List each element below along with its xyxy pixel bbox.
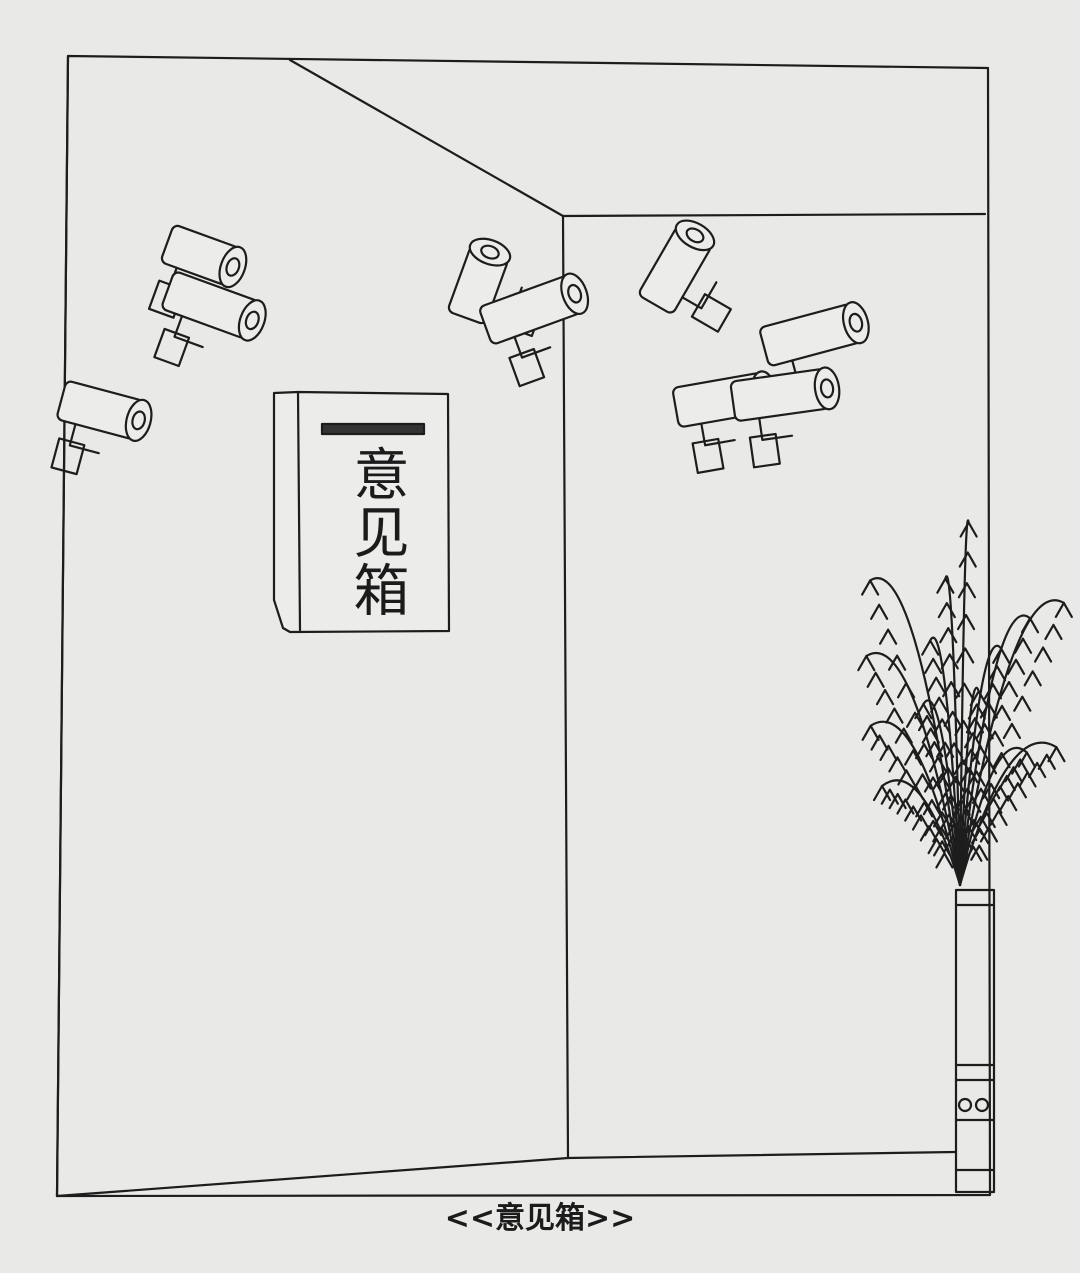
palm-leaflet: [921, 639, 940, 656]
palm-leaflet: [1028, 761, 1047, 779]
palm-leaflet: [979, 826, 999, 843]
palm-leaflet: [937, 602, 956, 619]
palm-leaflet: [928, 756, 948, 773]
palm-leaflet: [955, 682, 974, 699]
palm-leaflet: [870, 603, 889, 620]
room-walls: [55, 54, 992, 1198]
palm-frond: [944, 575, 962, 887]
palm-leaflet: [933, 718, 952, 735]
palm-frond: [958, 614, 1032, 887]
palm-leaflet: [917, 714, 937, 732]
palm-leaflet: [897, 769, 916, 786]
suggestion-box: [272, 390, 451, 634]
palm-leaflet: [870, 734, 889, 751]
palm-leaflet: [1006, 658, 1026, 675]
palm-leaflet: [887, 654, 907, 671]
palm-frond: [958, 746, 1028, 887]
palm-leaflet: [1002, 722, 1022, 740]
palm-leaflet: [894, 727, 913, 744]
palm-leaflet: [959, 521, 978, 538]
palm-leaflet: [888, 792, 907, 810]
palm-frond: [922, 699, 962, 887]
palm-leaflet: [987, 665, 1007, 682]
palm-leaflet: [957, 582, 977, 599]
palm-leaflet: [983, 683, 1003, 700]
palm-leaflet: [1037, 753, 1056, 770]
palm-leaflet: [879, 628, 898, 645]
palm-frond: [958, 519, 970, 887]
palm-leaflet: [1013, 637, 1033, 654]
palm-leaflet: [896, 798, 915, 815]
palm-leaflet: [857, 655, 876, 672]
palm-leaflet: [911, 814, 931, 831]
palm-leaflet: [989, 809, 1008, 826]
palm-leaflet: [1033, 646, 1053, 663]
palm-leaflet: [1023, 670, 1042, 687]
palm-leaflet: [880, 788, 899, 805]
palm-leaflet: [1017, 751, 1036, 768]
palm-leaflet: [872, 784, 892, 802]
palm-leaflet: [943, 710, 962, 727]
palm-leaflet: [954, 719, 973, 737]
palm-leaflet: [936, 741, 955, 758]
palm-leaflet: [1047, 746, 1066, 763]
security-camera-icon: [153, 271, 267, 368]
palm-leaflet: [935, 852, 954, 869]
palm-leaflet: [936, 577, 955, 594]
palm-frond: [958, 644, 1003, 887]
palm-leaflet: [956, 613, 976, 631]
palm-leaflet: [875, 689, 895, 706]
palm-leaflet: [930, 696, 949, 713]
palm-frond: [958, 599, 1065, 887]
palm-leaflet: [922, 799, 941, 816]
palm-leaflet: [885, 707, 904, 724]
potted-palm-plant: [857, 519, 1073, 1194]
palm-leaflet: [861, 579, 880, 596]
palm-leaflet: [866, 671, 885, 688]
palm-leaflet: [946, 775, 965, 793]
suggestion-box-label: 意见箱: [344, 445, 409, 619]
palm-leaflet: [925, 741, 944, 758]
palm-leaflet: [921, 727, 940, 744]
security-camera-icon: [479, 272, 590, 388]
palm-leaflet: [927, 676, 946, 693]
caption: <<意见箱>>: [444, 1201, 636, 1236]
palm-leaflet: [999, 681, 1019, 698]
palm-leaflet: [970, 844, 989, 861]
palm-frond: [958, 741, 1058, 887]
palm-leaflet: [924, 657, 943, 674]
palm-leaflet: [1011, 758, 1030, 775]
palm-leaflet: [992, 704, 1012, 722]
palm-leaflet: [879, 744, 898, 761]
palm-leaflet: [896, 682, 916, 699]
palm-leaflet: [956, 647, 975, 664]
security-camera-icon: [638, 219, 732, 333]
security-camera-icon: [729, 366, 841, 469]
security-camera-icon: [50, 380, 153, 476]
palm-leaflet: [1044, 623, 1063, 641]
palm-leaflet: [1054, 601, 1073, 618]
palm-leaflet: [958, 551, 977, 568]
palm-leaflet: [914, 703, 933, 720]
palm-frond: [929, 636, 962, 887]
palm-leaflet: [932, 826, 951, 843]
palm-leaflet: [1013, 695, 1032, 712]
palm-leaflet: [940, 653, 959, 670]
palm-leaflet: [939, 627, 958, 644]
palm-leaflet: [915, 801, 934, 818]
palm-leaflet: [1018, 771, 1037, 788]
palm-leaflet: [999, 795, 1018, 812]
palm-frond: [958, 686, 980, 887]
palm-leaflet: [861, 724, 880, 741]
